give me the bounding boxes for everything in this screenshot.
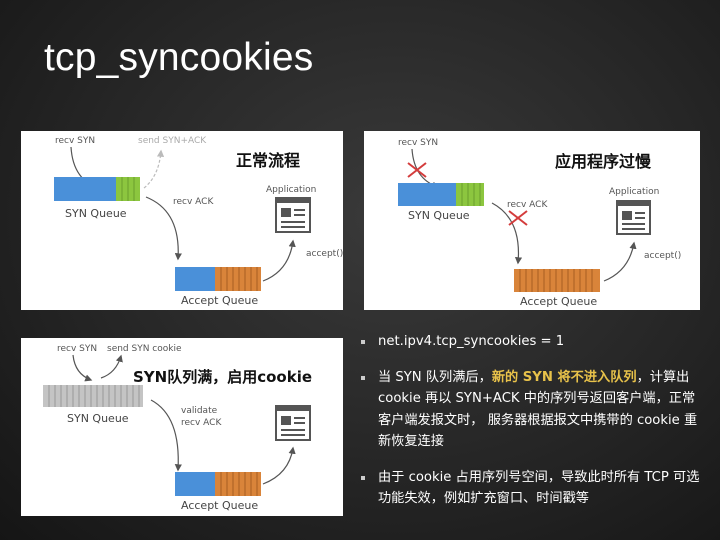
send-cookie-arrow (100, 354, 123, 379)
normal-flow-diagram: recv SYN send SYN+ACK SYN Queue recv ACK… (54, 136, 343, 307)
bullet-list: net.ipv4.tcp_syncookies = 1 当 SYN 队列满后，新… (360, 331, 705, 524)
recv-ack-label: recv ACK (507, 200, 548, 210)
syn-queue-label: SYN Queue (67, 412, 129, 425)
bullet-side-effect: 由于 cookie 占用序列号空间，导致此时所有 TCP 可选功能失效，例如扩充… (360, 467, 705, 510)
syn-queue-full-gray (43, 385, 143, 407)
bullet-sysctl: net.ipv4.tcp_syncookies = 1 (360, 331, 705, 353)
bullet-text: net.ipv4.tcp_syncookies = 1 (378, 334, 565, 349)
accept-queue-label: Accept Queue (181, 499, 258, 512)
syn-cookie-panel: recv SYN send SYN cookie SYN Queue valid… (21, 338, 343, 516)
slow-app-diagram: recv SYN SYN Queue recv ACK Application (398, 138, 681, 308)
accept-queue-full-slots (514, 269, 600, 292)
accept-queue-filled (175, 267, 215, 291)
syn-cookie-diagram: recv SYN send SYN cookie SYN Queue valid… (43, 344, 311, 512)
bullet-text-post: ，计算出 cookie 再以 SYN+ACK 中的序列号返回客户端，正常客户端发… (378, 369, 698, 450)
send-cookie-label: send SYN cookie (107, 344, 182, 354)
ack-blocked-cross-icon (508, 210, 528, 226)
syn-blocked-cross-icon (407, 162, 427, 178)
bullet-marker (361, 340, 365, 344)
bullet-marker (361, 475, 365, 480)
send-synack-label: send SYN+ACK (138, 136, 207, 146)
slide-title: tcp_syncookies (44, 36, 314, 79)
recv-ack-arrow (491, 202, 523, 265)
recv-syn-label: recv SYN (398, 138, 438, 148)
syn-queue-label: SYN Queue (408, 209, 470, 222)
syn-queue-label: SYN Queue (65, 207, 127, 220)
bullet-highlight: 新的 SYN 将不进入队列 (491, 369, 637, 385)
syn-queue-filled (398, 183, 456, 206)
recv-ack-arrow (150, 399, 182, 472)
normal-flow-panel: recv SYN send SYN+ACK SYN Queue recv ACK… (21, 131, 343, 310)
accept-arrow (603, 241, 637, 282)
slow-app-panel: recv SYN SYN Queue recv ACK Application (364, 131, 700, 310)
bullet-marker (361, 375, 365, 380)
recv-ack-label: recv ACK (181, 418, 222, 428)
application-window-icon (275, 197, 311, 233)
recv-syn-arrow (72, 354, 93, 382)
accept-queue-slots (215, 267, 261, 291)
application-label: Application (266, 185, 316, 195)
syn-queue-slots (116, 177, 140, 201)
bullet-cookie-mechanism: 当 SYN 队列满后，新的 SYN 将不进入队列，计算出 cookie 再以 S… (360, 367, 705, 453)
bullet-text: 由于 cookie 占用序列号空间，导致此时所有 TCP 可选功能失效，例如扩充… (378, 469, 700, 507)
application-label: Application (609, 187, 659, 197)
syn-queue-full-slots (456, 183, 484, 206)
syn-queue-filled (54, 177, 116, 201)
validate-label: validate (181, 406, 218, 416)
recv-ack-label: recv ACK (173, 197, 214, 207)
application-window-icon (616, 200, 651, 235)
accept-arrow (262, 239, 296, 282)
syn-cookie-caption: SYN队列满，启用cookie (133, 368, 313, 386)
accept-arrow (262, 446, 296, 485)
accept-queue-slots (215, 472, 261, 496)
bullet-text-pre: 当 SYN 队列满后， (378, 369, 492, 385)
accept-queue-label: Accept Queue (181, 294, 258, 307)
accept-queue-filled (175, 472, 215, 496)
slow-app-caption: 应用程序过慢 (555, 152, 652, 171)
recv-ack-arrow (145, 196, 182, 261)
recv-syn-label: recv SYN (55, 136, 95, 146)
accept-call-label: accept() (644, 251, 681, 261)
normal-flow-caption: 正常流程 (236, 151, 301, 170)
recv-syn-label: recv SYN (57, 344, 97, 354)
send-synack-arrow (143, 149, 165, 189)
accept-queue-label: Accept Queue (520, 295, 597, 308)
accept-call-label: accept() (306, 249, 343, 259)
application-window-icon (275, 405, 311, 441)
